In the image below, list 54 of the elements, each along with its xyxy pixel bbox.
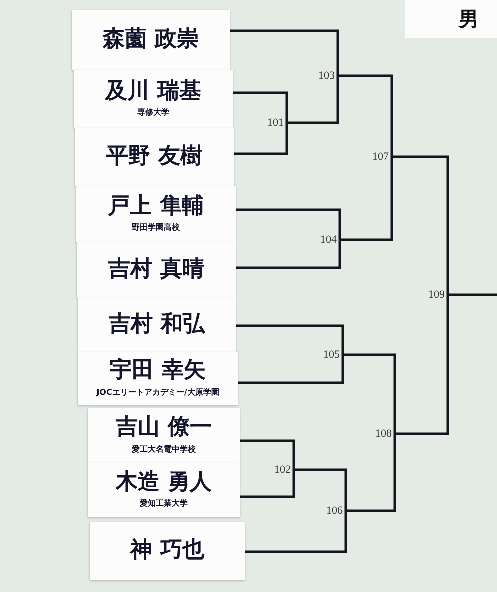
bracket-line — [234, 123, 288, 156]
player-name: 吉村 和弘 — [109, 312, 205, 338]
affiliation-text: JOCエリートアカデミー/大原学園 — [96, 386, 220, 398]
name-card — [78, 352, 238, 405]
bracket-line — [240, 470, 296, 498]
bracket-line — [233, 92, 288, 123]
bracket-line — [236, 240, 342, 270]
bracket-line — [236, 324, 344, 355]
header-text: 男 — [459, 6, 479, 33]
bracket-line — [392, 156, 450, 295]
name-card — [76, 186, 236, 242]
name-card — [78, 298, 236, 352]
bracket-line — [343, 354, 396, 434]
bracket-line — [294, 468, 348, 511]
name-card — [77, 242, 236, 298]
player-name: 森薗 政崇 — [103, 28, 199, 52]
bracket-line — [338, 74, 394, 157]
player-name: 及川 瑞基 — [106, 80, 202, 104]
bracket-line — [240, 440, 296, 470]
bracket-line — [236, 208, 342, 240]
name-card — [88, 408, 240, 463]
player-name: 宇田 幸矢 — [110, 359, 206, 384]
player-name: 吉村 真晴 — [108, 258, 204, 282]
affiliation-text: 愛工大名電中学校 — [132, 444, 196, 455]
name-card — [75, 128, 234, 186]
bracket-line — [395, 295, 450, 436]
affiliation-text: 野田学園高校 — [132, 222, 180, 234]
match-number: 108 — [376, 428, 393, 440]
bracket-line — [340, 157, 394, 242]
player-name: 平野 友樹 — [106, 144, 202, 170]
affiliation-text: 愛知工業大学 — [140, 498, 188, 510]
match-number: 102 — [274, 464, 292, 476]
bracket-line — [287, 76, 340, 124]
name-card — [72, 10, 230, 70]
affiliation-text: 専修大学 — [138, 107, 170, 118]
name-card — [90, 522, 245, 580]
name-card — [74, 70, 233, 128]
bracket-line — [238, 355, 344, 384]
player-name: 木造 勇人 — [116, 470, 212, 496]
match-number: 105 — [324, 349, 341, 361]
match-number: 109 — [428, 289, 446, 301]
bracket-line — [230, 30, 340, 76]
player-name: 戸上 隼輔 — [108, 194, 204, 220]
match-number: 101 — [268, 117, 285, 129]
player-name: 吉山 僚一 — [116, 416, 212, 441]
match-number: 104 — [320, 234, 338, 246]
bracket-line — [346, 434, 396, 512]
match-number: 106 — [326, 505, 344, 517]
bracket-line — [245, 511, 348, 554]
match-number: 103 — [318, 70, 336, 82]
match-number: 107 — [372, 151, 390, 163]
player-name: 神 巧也 — [130, 538, 204, 564]
name-card — [88, 463, 240, 517]
bracket-line — [448, 294, 497, 296]
